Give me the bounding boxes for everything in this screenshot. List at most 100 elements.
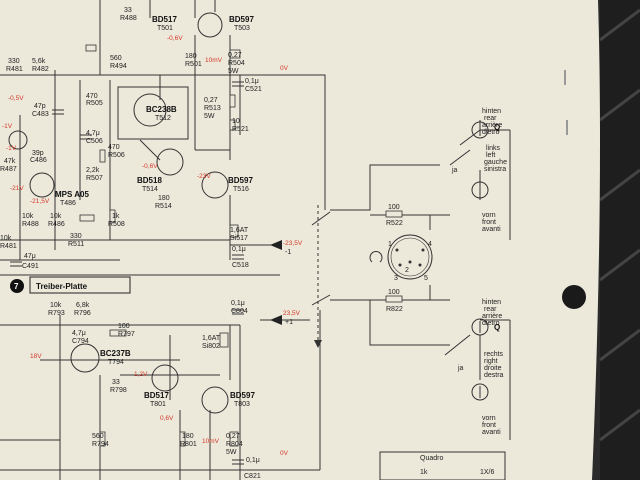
quadro-box — [379, 451, 506, 480]
svg-text:0,27: 0,27 — [204, 97, 218, 104]
svg-text:-23,5V: -23,5V — [283, 240, 303, 247]
svg-text:10k: 10k — [0, 235, 12, 242]
svg-text:BD517: BD517 — [144, 391, 169, 400]
svg-text:C804: C804 — [231, 308, 248, 315]
svg-text:18V: 18V — [30, 353, 42, 360]
svg-text:1k: 1k — [112, 213, 120, 220]
svg-text:5,6k: 5,6k — [32, 58, 46, 65]
svg-text:rear: rear — [484, 115, 497, 122]
svg-text:C518: C518 — [232, 262, 249, 269]
panel-number: 7 — [14, 282, 19, 291]
svg-text:10k: 10k — [50, 213, 62, 220]
labels: Treiber-Platte 7 BD517 T501 BD597 T503 B… — [0, 7, 507, 480]
svg-text:180: 180 — [182, 433, 194, 440]
svg-text:Quadro: Quadro — [420, 455, 443, 462]
svg-text:left: left — [486, 152, 495, 159]
svg-text:R511: R511 — [68, 241, 84, 248]
svg-text:arrière: arrière — [482, 122, 502, 129]
svg-text:R487: R487 — [0, 166, 17, 173]
svg-text:T801: T801 — [150, 401, 166, 408]
punch-hole — [562, 285, 586, 309]
svg-text:1: 1 — [388, 241, 392, 248]
svg-text:-1V: -1V — [2, 123, 13, 130]
svg-text:R482: R482 — [32, 66, 49, 73]
svg-text:560: 560 — [92, 433, 104, 440]
t486-ref: T486 — [60, 200, 76, 207]
svg-text:47k: 47k — [4, 158, 16, 165]
svg-text:R804: R804 — [226, 441, 243, 448]
svg-text:2: 2 — [405, 267, 409, 274]
svg-text:C491: C491 — [22, 263, 39, 270]
svg-text:hinten: hinten — [482, 108, 501, 115]
svg-text:hinten: hinten — [482, 299, 501, 306]
svg-text:R514: R514 — [155, 203, 172, 210]
t501-ref: T501 — [157, 25, 173, 32]
svg-text:5W: 5W — [228, 68, 239, 75]
svg-text:Si517: Si517 — [230, 235, 248, 242]
svg-text:sinistra: sinistra — [484, 166, 506, 173]
svg-text:C794: C794 — [72, 338, 89, 345]
svg-text:0V: 0V — [280, 65, 289, 72]
svg-text:-21V: -21V — [10, 185, 24, 192]
svg-text:dietro: dietro — [482, 320, 500, 327]
svg-text:-0,6V: -0,6V — [167, 35, 183, 42]
svg-text:R796: R796 — [74, 310, 91, 317]
speaker-rear-left — [471, 121, 489, 139]
rail-arrow-negative — [270, 240, 282, 250]
bottom-stage-wiring — [0, 310, 321, 480]
t512-type: BC238B — [146, 105, 177, 114]
binder-edge — [599, 0, 640, 480]
svg-text:R513: R513 — [204, 105, 221, 112]
bc238b-box — [117, 86, 189, 140]
din-socket — [369, 234, 433, 280]
svg-text:-21,5V: -21,5V — [30, 198, 50, 205]
svg-text:0V: 0V — [280, 450, 289, 457]
svg-text:R488: R488 — [22, 221, 39, 228]
t503-type: BD597 — [229, 15, 254, 24]
switch-blade-bottom — [311, 294, 331, 306]
svg-text:R794: R794 — [92, 441, 109, 448]
svg-text:R504: R504 — [228, 60, 245, 67]
svg-text:100: 100 — [388, 289, 400, 296]
t512-ref: T512 — [155, 115, 171, 122]
svg-text:1X/6: 1X/6 — [480, 469, 495, 476]
svg-text:BD597: BD597 — [230, 391, 255, 400]
svg-text:gauche: gauche — [484, 159, 507, 166]
svg-text:C521: C521 — [245, 86, 262, 93]
svg-text:10mV: 10mV — [205, 57, 223, 64]
svg-text:R793: R793 — [48, 310, 65, 317]
speaker-front-left — [471, 181, 489, 199]
svg-text:100: 100 — [118, 323, 130, 330]
svg-text:R481: R481 — [0, 243, 17, 250]
svg-text:-0,5V: -0,5V — [8, 95, 24, 102]
svg-text:4: 4 — [428, 241, 432, 248]
svg-text:destra: destra — [484, 372, 504, 379]
svg-text:-1: -1 — [285, 249, 291, 256]
svg-text:droite: droite — [484, 365, 502, 372]
svg-text:Si802: Si802 — [202, 343, 220, 350]
svg-text:0,27: 0,27 — [228, 52, 242, 59]
svg-text:47p: 47p — [34, 103, 46, 110]
svg-text:+1: +1 — [285, 319, 293, 326]
svg-text:R506: R506 — [108, 152, 125, 159]
svg-text:1,6AT: 1,6AT — [230, 227, 249, 234]
svg-text:R508: R508 — [108, 221, 125, 228]
svg-text:23,5V: 23,5V — [283, 310, 301, 317]
t516-type: BD597 — [228, 176, 253, 185]
svg-text:5: 5 — [424, 275, 428, 282]
svg-text:C483: C483 — [32, 111, 49, 118]
t486-type: MPS A05 — [55, 190, 89, 199]
svg-text:links: links — [486, 145, 501, 152]
panel-label-box — [29, 276, 131, 294]
svg-text:0,1μ: 0,1μ — [232, 246, 246, 253]
svg-text:R494: R494 — [110, 63, 127, 70]
svg-text:R505: R505 — [86, 100, 103, 107]
t514-type: BD518 — [137, 176, 162, 185]
svg-text:right: right — [484, 358, 498, 365]
svg-text:ja: ja — [451, 167, 458, 174]
svg-text:arrière: arrière — [482, 313, 502, 320]
svg-text:front: front — [482, 422, 496, 429]
svg-text:T803: T803 — [234, 401, 250, 408]
svg-text:C486: C486 — [30, 157, 47, 164]
